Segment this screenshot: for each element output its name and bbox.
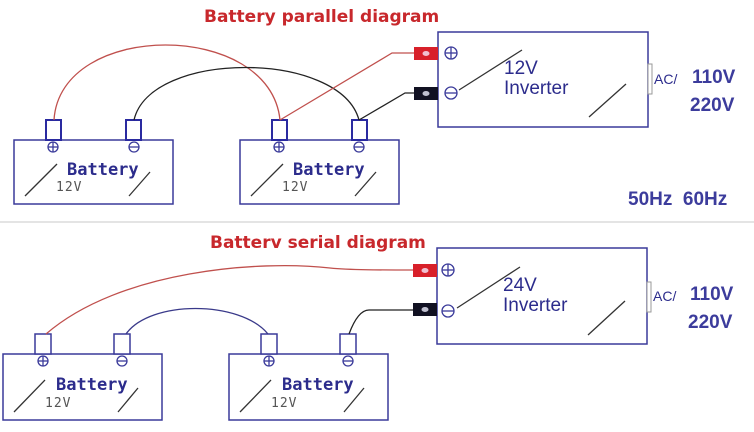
plus-symbol-icon [263, 355, 275, 367]
inverter-voltage: 24V [503, 275, 537, 296]
positive-feed-wire [45, 265, 415, 335]
battery-voltage: 12V [56, 180, 83, 195]
output-voltage-110: 110V [690, 284, 734, 305]
serial-section [2, 247, 652, 421]
positive-post [34, 333, 52, 355]
hatch-mark [117, 387, 139, 413]
inverter-voltage: 12V [504, 58, 538, 79]
parallel-title: Battery parallel diagram [204, 7, 440, 27]
inverter-label: Inverter [504, 78, 569, 99]
hatch-mark [128, 171, 151, 197]
hatch-mark [588, 83, 627, 118]
negative-post [339, 333, 357, 355]
negative-feed-wire [348, 309, 414, 335]
terminal-screw-icon [421, 307, 429, 312]
serial-battery-2 [228, 333, 389, 421]
hatch-mark [24, 163, 58, 197]
series-link-wire [125, 307, 269, 335]
battery-body [13, 139, 174, 205]
battery-label: Battery [282, 375, 354, 395]
hatch-mark [456, 266, 521, 309]
serial-inverter [413, 247, 652, 345]
ac-outlet [646, 281, 652, 313]
negative-post [351, 119, 368, 141]
parallel-section [13, 31, 653, 205]
parallel-battery-1 [13, 119, 174, 205]
hatch-mark [239, 379, 272, 413]
negative-link-wire [133, 66, 360, 121]
negative-post [113, 333, 131, 355]
minus-symbol-icon [444, 86, 458, 100]
output-voltage-220: 220V [690, 95, 735, 116]
hatch-mark [458, 49, 523, 91]
serial-battery-1 [2, 333, 163, 421]
serial-title: Batterv serial diagram [210, 233, 426, 253]
battery-body [2, 353, 163, 421]
battery-label: Battery [67, 160, 139, 180]
parallel-inverter [414, 31, 653, 128]
output-voltage-110: 110V [692, 67, 736, 88]
hatch-mark [587, 300, 626, 336]
battery-voltage: 12V [271, 396, 298, 411]
ac-outlet [647, 63, 653, 95]
plus-symbol-icon [441, 263, 455, 277]
positive-post [260, 333, 278, 355]
hatch-mark [343, 387, 365, 413]
minus-symbol-icon [128, 141, 140, 153]
minus-symbol-icon [441, 304, 455, 318]
output-voltage-220: 220V [688, 312, 733, 333]
ac-label: AC/ [654, 71, 678, 87]
terminal-screw-icon [422, 91, 430, 96]
positive-feed-wire [279, 52, 414, 121]
hatch-mark [354, 171, 377, 197]
terminal-screw-icon [421, 268, 429, 273]
positive-post [45, 119, 62, 141]
battery-label: Battery [56, 375, 128, 395]
battery-body [228, 353, 389, 421]
plus-symbol-icon [37, 355, 49, 367]
inverter-label: Inverter [503, 295, 568, 316]
plus-symbol-icon [273, 141, 285, 153]
negative-feed-wire [358, 92, 414, 121]
frequency-label: 50Hz 60Hz [628, 189, 728, 210]
hatch-mark [13, 379, 46, 413]
minus-symbol-icon [353, 141, 365, 153]
terminal-screw-icon [422, 51, 430, 56]
positive-post [271, 119, 288, 141]
battery-voltage: 12V [282, 180, 309, 195]
plus-symbol-icon [444, 46, 458, 60]
ac-label: AC/ [653, 288, 677, 304]
minus-symbol-icon [342, 355, 354, 367]
positive-link-wire [53, 44, 281, 121]
battery-voltage: 12V [45, 396, 72, 411]
hatch-mark [250, 163, 284, 197]
battery-label: Battery [293, 160, 365, 180]
negative-post [125, 119, 142, 141]
battery-body [239, 139, 400, 205]
plus-symbol-icon [47, 141, 59, 153]
minus-symbol-icon [116, 355, 128, 367]
